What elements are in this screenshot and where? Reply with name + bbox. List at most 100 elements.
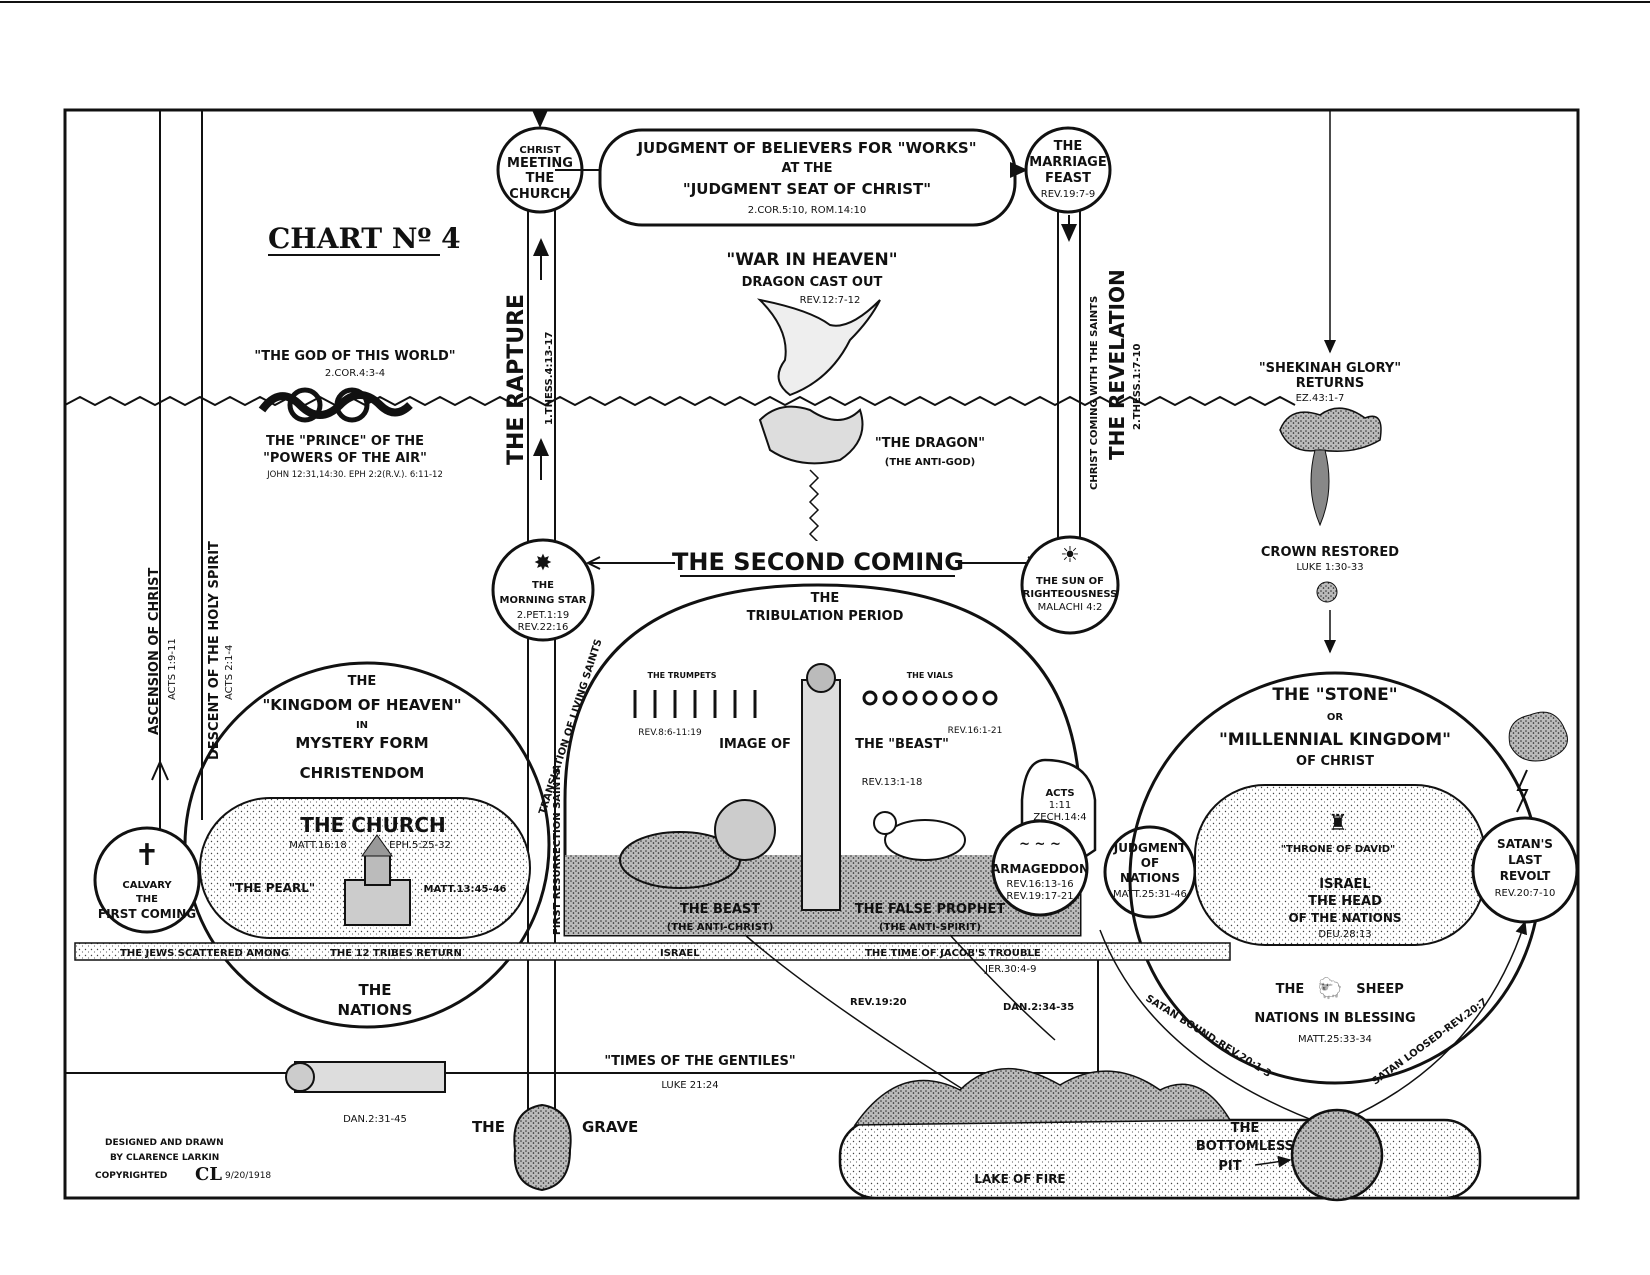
credit-l3: COPYRIGHTED (95, 1171, 167, 1181)
grave-the: THE (472, 1118, 505, 1136)
storm-cloud-illustration (1508, 711, 1568, 813)
revelation-ref: 2.THESS.1:7-10 (1132, 343, 1143, 430)
crown-restored: CROWN RESTORED (1261, 545, 1399, 560)
revolt-l2: LAST (1508, 853, 1543, 867)
god-of-world: "THE GOD OF THIS WORLD" (254, 349, 455, 364)
mill-or: OR (1327, 712, 1344, 723)
pearl-label: "THE PEARL" (229, 881, 315, 895)
armageddon-circle (991, 819, 1089, 917)
dan234-label: DAN.2:34-35 (1003, 1002, 1074, 1013)
rapture-label: THE RAPTURE (504, 294, 529, 465)
pit-the: THE (1231, 1121, 1260, 1136)
descent-ref: ACTS 2:1-4 (224, 645, 235, 700)
dragon-cast-out: DRAGON CAST OUT (742, 275, 883, 290)
jn-ref: MATT.25:31-46 (1113, 889, 1187, 900)
jer-ref: JER.30:4-9 (984, 964, 1036, 975)
nations-word: NATIONS (338, 1001, 413, 1019)
sun-ref: MALACHI 4:2 (1038, 602, 1103, 613)
church-building-illustration (344, 834, 411, 926)
sun-righteousness-circle (1020, 535, 1120, 635)
vials-label: THE VIALS (907, 671, 954, 680)
powers-of-air: "POWERS OF THE AIR" (263, 451, 427, 466)
lamb-false-prophet-illustration (873, 811, 966, 861)
god-of-world-ref: 2.COR.4:3-4 (325, 368, 385, 379)
judgment-line-3: "JUDGMENT SEAT OF CHRIST" (683, 180, 931, 198)
christ-meeting-l4: CHURCH (509, 187, 570, 202)
lake-of-fire-box (838, 1118, 1482, 1200)
jn-l1: JUDGMENT (1113, 841, 1187, 855)
israel-band-label: ISRAEL (660, 948, 700, 959)
sun-l1: THE SUN OF (1036, 576, 1104, 587)
chart-frame (63, 108, 1580, 1200)
image-ref: REV.13:1-18 (862, 777, 923, 788)
ascension-ref: ACTS 1:9-11 (167, 638, 178, 700)
vials-illustration (862, 690, 998, 706)
koh-mystery: MYSTERY FORM (295, 734, 428, 752)
beast-image-statue (801, 663, 841, 911)
jn-l2: OF (1141, 856, 1159, 870)
shekinah-l1: "SHEKINAH GLORY" (1259, 361, 1401, 376)
morning-star-icon: ✸ (534, 551, 552, 576)
sheep-icon: 🐑 (1318, 976, 1343, 1000)
pit-arrow (1254, 1155, 1292, 1168)
trumpets-illustration (633, 690, 757, 718)
chart-title: CHART Nº 4 (268, 222, 461, 255)
trumpets-label: THE TRUMPETS (647, 671, 716, 680)
judgment-line-1: JUDGMENT OF BELIEVERS FOR "WORKS" (636, 139, 976, 157)
tribulation-the: THE (811, 591, 840, 606)
dan234-arc (949, 934, 1056, 1041)
church-ref-1: MATT.16:18 (289, 840, 347, 851)
christ-meeting-l1: CHRIST (519, 145, 560, 156)
gentiles-label: "TIMES OF THE GENTILES" (604, 1054, 795, 1069)
second-coming-label: THE SECOND COMING (672, 548, 964, 576)
jews-scattered: THE JEWS SCATTERED AMONG (120, 948, 289, 959)
trumpets-ref: REV.8:6-11:19 (638, 728, 702, 738)
revolt-ref: REV.20:7-10 (1495, 888, 1556, 899)
zech-l1: ACTS (1045, 788, 1074, 799)
credit-date: 9/20/1918 (225, 1171, 271, 1181)
mill-kingdom: "MILLENNIAL KINGDOM" (1219, 730, 1451, 750)
rapture-ref: 1.THESS.4:13-17 (544, 331, 555, 425)
shekinah-ref: EZ.43:1-7 (1296, 393, 1345, 404)
crown-icon (1316, 581, 1338, 603)
prince-of-air: THE "PRINCE" OF THE (266, 434, 424, 449)
armageddon-ref-1: REV.16:13-16 (1006, 879, 1073, 890)
koh-the: THE (348, 674, 377, 689)
zech-l2: 1:11 (1049, 800, 1071, 811)
dragon-illustration (756, 298, 881, 543)
morning-star-l2: MORNING STAR (500, 595, 587, 606)
cross-icon: ✝ (134, 838, 159, 873)
israel-head-l2: THE HEAD (1308, 894, 1382, 909)
calvary-l1: CALVARY (122, 880, 172, 891)
rev1920-label: REV.19:20 (850, 997, 907, 1008)
rev1920-arc (744, 934, 982, 1101)
war-in-heaven: "WAR IN HEAVEN" (726, 250, 897, 270)
koh-kingdom: "KINGDOM OF HEAVEN" (262, 696, 461, 714)
israel-head-l1: ISRAEL (1319, 877, 1370, 892)
marriage-ref: REV.19:7-9 (1041, 189, 1095, 200)
armageddon-ref-2: REV.19:17-21 (1006, 891, 1073, 902)
grave-word: GRAVE (582, 1118, 638, 1136)
pit-bottomless: BOTTOMLESS (1196, 1139, 1294, 1154)
credit-monogram: CL (195, 1164, 222, 1185)
christ-coming-label: CHRIST COMING WITH THE SAINTS (1089, 296, 1100, 490)
birds-icon: ~ ~ ~ (1019, 837, 1061, 852)
revelation-label: THE REVELATION (1105, 269, 1129, 460)
nations-the: THE (358, 981, 391, 999)
vials-ref: REV.16:1-21 (948, 726, 1003, 736)
throne-label: "THRONE OF DAVID" (1281, 844, 1395, 855)
dan231-label: DAN.2:31-45 (343, 1114, 407, 1125)
marriage-l1: THE (1054, 139, 1083, 154)
mill-of-christ: OF CHRIST (1296, 754, 1374, 769)
crown-ref: LUKE 1:30-33 (1296, 562, 1363, 573)
armageddon-label: ARMAGEDDON (991, 862, 1089, 876)
ascension-label: ASCENSION OF CHRIST (147, 568, 162, 735)
lion-beast-illustration (619, 799, 776, 889)
sheep-the: THE (1276, 982, 1305, 997)
jacobs-trouble: THE TIME OF JACOB'S TROUBLE (865, 948, 1041, 959)
revolt-l1: SATAN'S (1497, 837, 1553, 851)
serpent-illustration (258, 387, 413, 423)
morning-star-l1: THE (532, 580, 554, 591)
lake-of-fire-label: LAKE OF FIRE (974, 1172, 1065, 1186)
